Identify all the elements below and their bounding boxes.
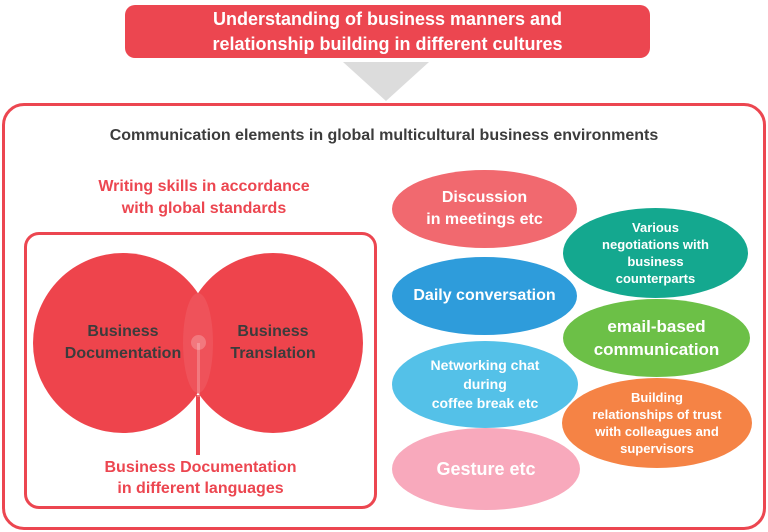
venn-circle-right-label: Business Translation: [230, 321, 315, 365]
oval-networking-chat: Networking chat during coffee break etc: [392, 341, 578, 428]
venn-pointer-dot: [191, 335, 206, 350]
oval-building-line-3: with colleagues and: [595, 424, 719, 439]
oval-gesture-line-1: Gesture etc: [436, 458, 536, 479]
venn-caption: Business Documentation in different lang…: [27, 457, 374, 499]
oval-various-negotiations: Various negotiations with business count…: [563, 208, 748, 298]
venn-pointer-line: [196, 395, 200, 455]
header-banner: Understanding of business manners and re…: [125, 5, 650, 58]
oval-daily-line-1: Daily conversation: [413, 287, 556, 304]
oval-negotiations-line-3: business: [627, 254, 684, 269]
venn-right-line-1: Business: [237, 323, 309, 340]
oval-negotiations-line-4: counterparts: [615, 271, 696, 286]
venn-overlap-lens: [183, 293, 213, 393]
venn-box: Business Documentation Business Translat…: [24, 232, 377, 509]
venn-caption-line-1: Business Documentation: [104, 459, 297, 476]
venn-left-line-1: Business: [87, 323, 159, 340]
oval-negotiations-line-1: Various: [632, 220, 679, 235]
banner-line-2: relationship building in different cultu…: [212, 33, 563, 54]
oval-building-line-4: supervisors: [620, 441, 694, 456]
oval-building-line-2: relationships of trust: [592, 407, 722, 422]
panel-title: Communication elements in global multicu…: [109, 127, 659, 144]
oval-gesture-etc: Gesture etc: [392, 428, 580, 510]
writing-skills-heading: Writing skills in accordance with global…: [19, 176, 389, 220]
venn-circle-business-translation: Business Translation: [183, 253, 363, 433]
oval-discussion-line-1: Discussion: [441, 189, 528, 206]
oval-building-relationships: Building relationships of trust with col…: [562, 378, 752, 468]
down-arrow-icon: [343, 62, 429, 101]
oval-email-line-1: email-based: [607, 317, 706, 336]
venn-caption-line-2: in different languages: [117, 480, 284, 497]
oval-email-communication: email-based communication: [563, 299, 750, 377]
oval-discussion-in-meetings: Discussion in meetings etc: [392, 170, 577, 248]
oval-discussion-line-2: in meetings etc: [426, 211, 543, 228]
writing-skills-line-1: Writing skills in accordance: [98, 178, 310, 195]
oval-networking-line-1: Networking chat: [430, 357, 540, 373]
venn-pointer-line-inner: [197, 343, 200, 397]
venn-left-line-2: Documentation: [64, 345, 182, 362]
oval-daily-conversation: Daily conversation: [392, 257, 577, 335]
oval-negotiations-line-2: negotiations with: [602, 237, 709, 252]
venn-right-line-2: Translation: [230, 345, 316, 362]
oval-building-line-1: Building: [631, 390, 683, 405]
oval-networking-line-3: coffee break etc: [431, 395, 539, 411]
oval-email-line-2: communication: [593, 340, 720, 359]
writing-skills-line-2: with global standards: [121, 200, 287, 217]
banner-line-1: Understanding of business manners and: [212, 8, 563, 29]
oval-networking-line-2: during: [463, 376, 507, 392]
main-panel: Communication elements in global multicu…: [2, 103, 766, 530]
venn-circle-left-label: Business Documentation: [65, 321, 181, 365]
